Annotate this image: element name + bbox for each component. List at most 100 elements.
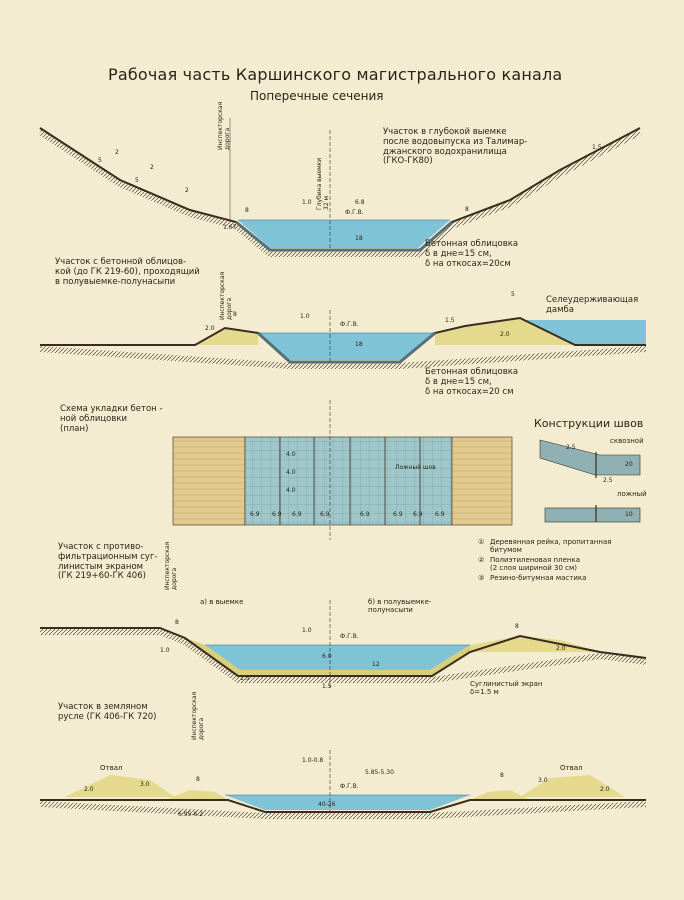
section-4-dump-right: Отвал <box>560 764 583 772</box>
section-2-left-berm <box>195 328 258 345</box>
dim-plan-2: 6.9 <box>292 511 302 518</box>
dim-s1-6: 8 <box>465 206 469 213</box>
section-4-right-road <box>470 790 530 800</box>
dim-s1-11: 1.5 <box>592 144 602 151</box>
section-4-water <box>225 795 470 810</box>
section-1-caption: Участок в глубокой выемке после водовыпу… <box>383 127 528 167</box>
section-3-drawing <box>40 600 647 690</box>
section-2-drawing <box>39 310 647 369</box>
section-4-caption: Участок в земляном русле (ГК 406-ГК 720) <box>58 702 157 722</box>
section-2-road-label: Инспекторская дорога <box>219 271 233 320</box>
section-2-right-berm <box>435 318 575 345</box>
dim-s4-7: 3.0 <box>538 777 548 784</box>
dim-plan-6: 6.9 <box>413 511 423 518</box>
section-3-water <box>205 645 470 670</box>
dim-j-0: 2.5 <box>566 444 576 451</box>
dim-s1-0: 2 <box>115 149 119 156</box>
section-1-lining: Бетонная облицовка δ в дне=15 см, δ на о… <box>425 239 519 269</box>
section-3-caption: Участок с противо- фильтрационным суг- л… <box>58 542 158 582</box>
dim-s1-4: 5 <box>135 177 139 184</box>
through-joint-label: сквозной <box>610 437 644 445</box>
section-1-depth-label: Глубина выемки 32 м <box>316 157 330 210</box>
dim-s4-2: 40-26 <box>318 801 336 808</box>
section-3-ground <box>40 627 647 677</box>
section-2-caption: Участок с бетонной облицов- кой (до ГК 2… <box>55 257 200 287</box>
dim-s1-3: 5 <box>98 157 102 164</box>
dim-plan-10: 4.0 <box>286 487 296 494</box>
plan-wood-right <box>451 436 513 526</box>
section-2-lining: Бетонная облицовка δ в дне=15 см, δ на о… <box>425 367 519 397</box>
section-2-dam-water <box>520 320 646 345</box>
dim-s2-1: 8 <box>233 311 237 318</box>
section-4-dump-left: Отвал <box>100 764 123 772</box>
legend-text-1: Деревянная рейка, пропитанная битумом <box>490 538 612 555</box>
section-2-fgv: Ф.Г.В. <box>340 321 359 328</box>
section-3-label-b: б) в полувыемке- полунасыпи <box>368 598 432 615</box>
section-2-dam-label: Селеудерживающая дамба <box>546 295 639 315</box>
legend-num-2: ② <box>478 556 485 564</box>
plan-drawing <box>172 400 513 540</box>
dim-s2-5: 2.0 <box>500 331 510 338</box>
dim-s3-5: 12 <box>372 661 380 668</box>
dim-j-1: 2.5 <box>603 477 613 484</box>
dim-s2-2: 1.0 <box>300 313 310 320</box>
dim-plan-8: 4.0 <box>286 451 296 458</box>
section-4-road-label: Инспекторская дорога <box>191 691 205 740</box>
section-3-label-a: а) в выемке <box>200 598 244 606</box>
legend-num-1: ① <box>478 538 485 546</box>
legend-num-3: ③ <box>478 574 485 582</box>
dim-plan-7: 6.9 <box>435 511 445 518</box>
section-4-ground <box>40 799 646 813</box>
dim-plan-5: 6.9 <box>393 511 403 518</box>
plan-wood-left <box>172 436 246 526</box>
legend-text-3: Резино-битумная мастика <box>490 574 587 582</box>
dim-plan-9: 4.0 <box>286 469 296 476</box>
section-4-left-dump <box>65 775 175 797</box>
section-4-drawing <box>39 750 647 819</box>
false-joint-label: ложный <box>617 490 647 498</box>
false-joint-slab <box>544 507 641 523</box>
dim-s3-0: 8 <box>175 619 179 626</box>
dim-s2-0: 5 <box>511 291 515 298</box>
dim-plan-3: 6.9 <box>320 511 330 518</box>
dim-s4-3: 6.95-6.2 <box>178 811 204 818</box>
dim-s1-7: 1.0 <box>302 199 312 206</box>
dim-s3-7: 1.5 <box>240 675 250 682</box>
through-joint-slab <box>539 439 641 476</box>
section-3-screen-label: Суглинистый экран δ=1.5 м <box>470 680 543 697</box>
plan-concrete <box>244 436 453 526</box>
section-4-left-road <box>165 790 228 800</box>
dim-s3-4: 6.0 <box>322 653 332 660</box>
section-3-fgv: Ф.Г.В. <box>340 633 359 640</box>
dim-s1-8: 1.67 <box>223 224 237 231</box>
plan-caption: Схема укладки бетон - ной облицовки (пла… <box>60 404 163 434</box>
dim-s4-9: 2.0 <box>600 786 610 793</box>
section-3-road-label: Инспекторская дорога <box>164 541 178 590</box>
dim-s4-1: 5.85-5.30 <box>365 769 394 776</box>
joints-drawing <box>539 439 641 523</box>
dim-plan-4: 6.9 <box>360 511 370 518</box>
legend-text-2: Полиэтиленовая пленка (2 слоя шириной 30… <box>490 556 580 573</box>
dim-s4-8: 2.0 <box>84 786 94 793</box>
dim-s3-1: 8 <box>515 623 519 630</box>
dim-s1-2: 2 <box>185 187 189 194</box>
section-4-right-dump <box>520 775 625 797</box>
dim-s4-6: 3.0 <box>140 781 150 788</box>
dim-s2-6: 1.5 <box>445 317 455 324</box>
dim-s1-10: 6.8 <box>355 199 365 206</box>
dim-s3-2: 1.0 <box>302 627 312 634</box>
dim-s3-6: 2.0 <box>556 645 566 652</box>
section-1-drawing <box>38 118 642 257</box>
dim-s1-9: 18 <box>355 235 363 242</box>
dim-s2-4: 2.0 <box>205 325 215 332</box>
section-3-right-fill <box>470 636 600 652</box>
dim-plan-1: 6.9 <box>272 511 282 518</box>
dim-s4-0: 1.0-0.8 <box>302 757 324 764</box>
dim-s2-3: 18 <box>355 341 363 348</box>
plan-false-seam-label: Ложный шов <box>395 464 436 471</box>
section-1-water <box>238 220 450 248</box>
section-1-fgv: Ф.Г.В. <box>345 209 364 216</box>
section-1-road-label: Инспекторская дорога <box>217 101 231 150</box>
dim-s1-5: 8 <box>245 207 249 214</box>
